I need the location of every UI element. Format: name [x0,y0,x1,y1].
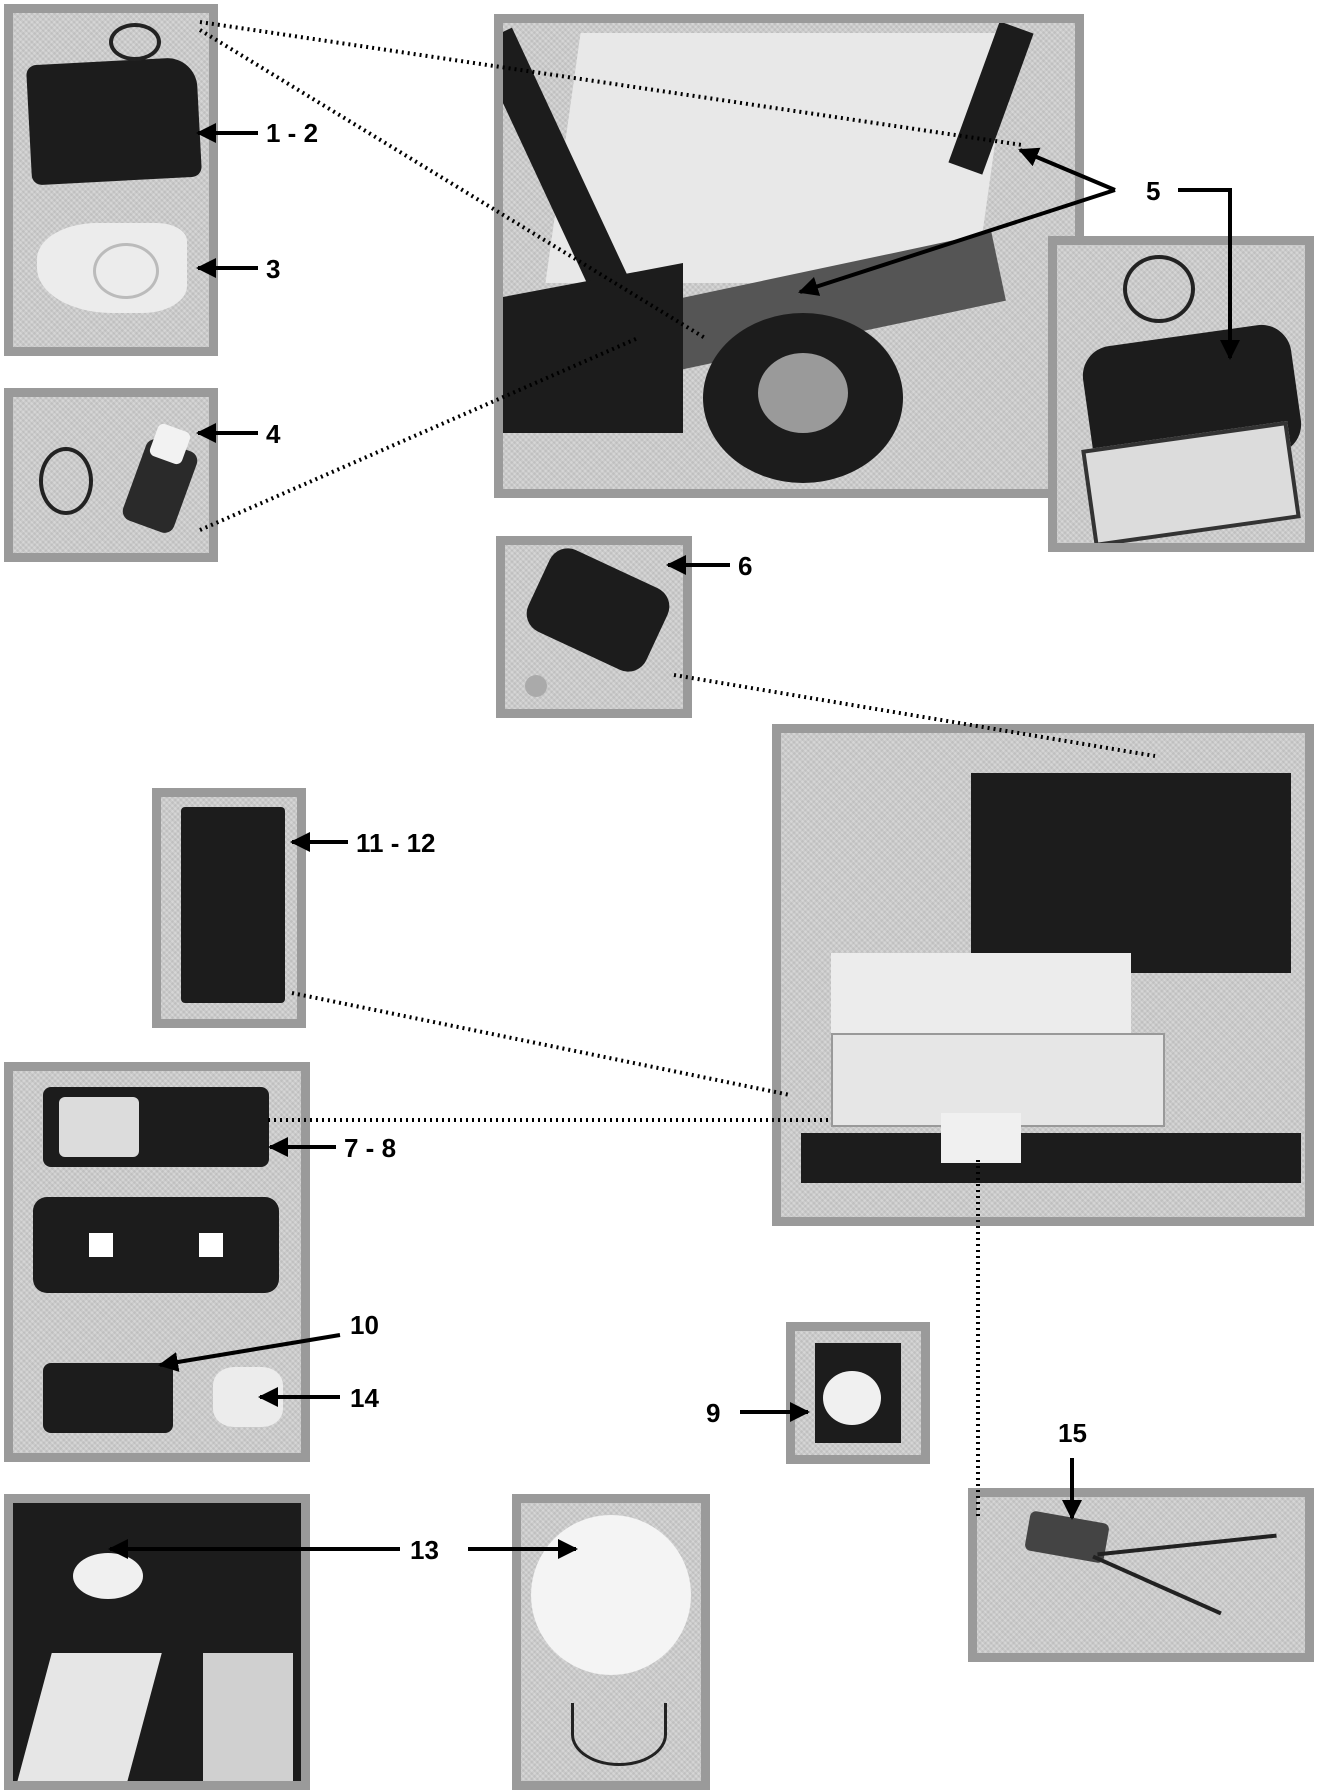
callout-7-8: 7 - 8 [344,1135,396,1161]
arrow-5-to-assembly [1178,190,1230,358]
callout-10: 10 [350,1312,379,1338]
callout-11-12: 11 - 12 [356,830,436,856]
arrow-5-to-lamp-a [800,190,1115,292]
callout-15: 15 [1058,1420,1087,1446]
callout-14: 14 [350,1385,379,1411]
arrow-10 [160,1335,340,1365]
connector-6-to-rear [674,675,1155,756]
connector-11-12-to-rear [292,993,790,1095]
callout-1-2: 1 - 2 [266,120,318,146]
callout-3: 3 [266,256,280,282]
connector-1-2-to-vehicle-lamp [200,30,705,338]
callout-5: 5 [1146,178,1160,204]
dotted-connectors [200,22,1155,1518]
callout-9: 9 [706,1400,720,1426]
callout-arrows [110,133,1230,1549]
arrow-5-to-lamp-b [1020,150,1115,190]
callout-4: 4 [266,421,280,447]
callout-13: 13 [410,1537,439,1563]
connector-1-2-to-vehicle-top [200,22,1022,145]
callout-6: 6 [738,553,752,579]
